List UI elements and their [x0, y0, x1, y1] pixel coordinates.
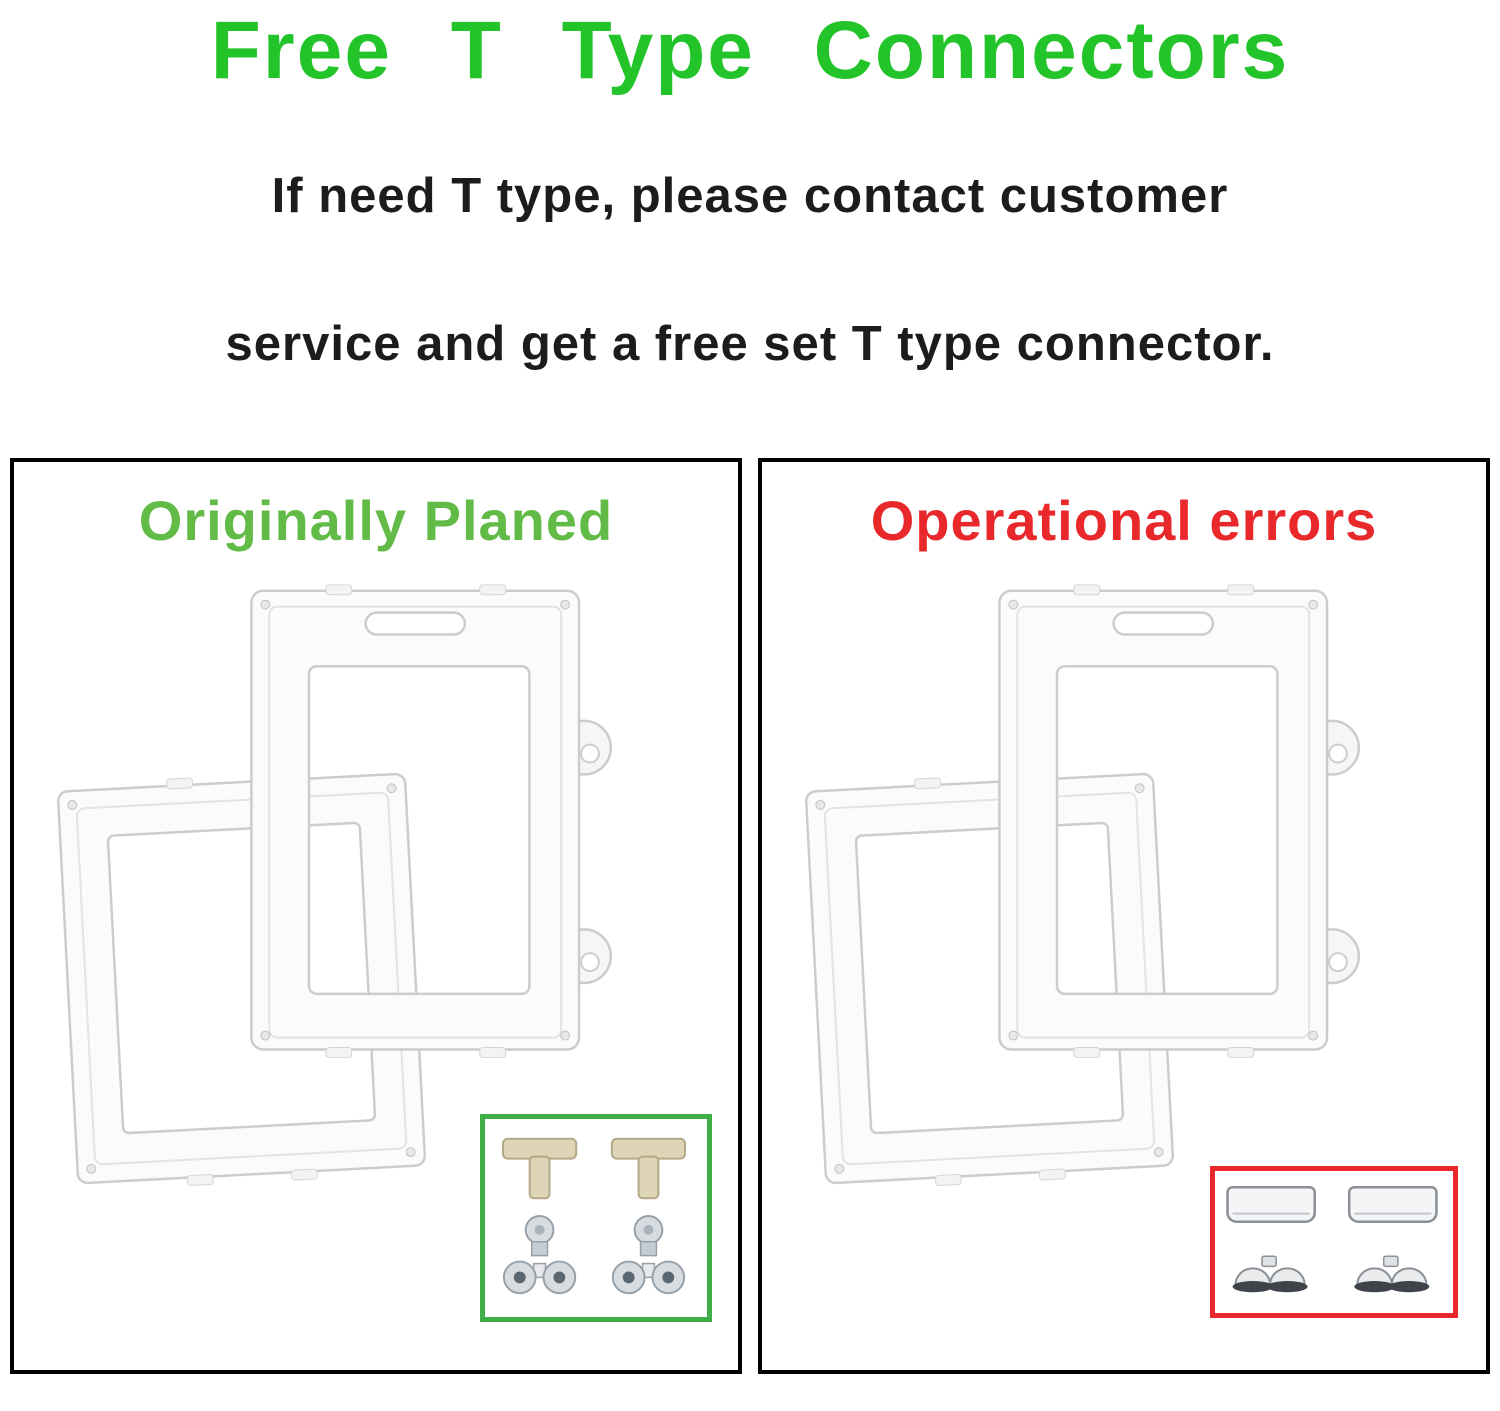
- wrong-connector-inset: [1210, 1166, 1458, 1319]
- subtitle-line-1: If need T type, please contact customer: [271, 169, 1229, 224]
- subtitle-line-2: service and get a free set T type connec…: [225, 317, 1275, 372]
- t-connector-icon: [610, 1137, 687, 1200]
- t-type-connector-inset: [480, 1114, 712, 1323]
- t-connector-icon: [501, 1137, 578, 1200]
- suction-cup-cluster-icon: [611, 1215, 686, 1295]
- panel-right-label: Operational errors: [870, 489, 1378, 553]
- clamp-cover-icon: [1226, 1186, 1316, 1224]
- clamp-cover-icon: [1347, 1186, 1438, 1224]
- comparison-panels: Originally Planed: [0, 458, 1500, 1375]
- overlapping-gate-panels-photo: [776, 559, 1471, 1214]
- double-suction-cup-icon: [1354, 1255, 1430, 1293]
- t-type-connector-set-icon: [501, 1137, 687, 1295]
- suction-cup-connector-set-icon: [1226, 1186, 1438, 1293]
- suction-cup-cluster-icon: [502, 1215, 577, 1295]
- double-suction-cup-icon: [1232, 1255, 1308, 1293]
- panel-originally-planned: Originally Planed: [10, 458, 742, 1375]
- panel-left-label: Originally Planed: [138, 489, 614, 553]
- page-title: Free T Type Connectors: [210, 5, 1290, 96]
- panel-operational-errors: Operational errors: [758, 458, 1490, 1375]
